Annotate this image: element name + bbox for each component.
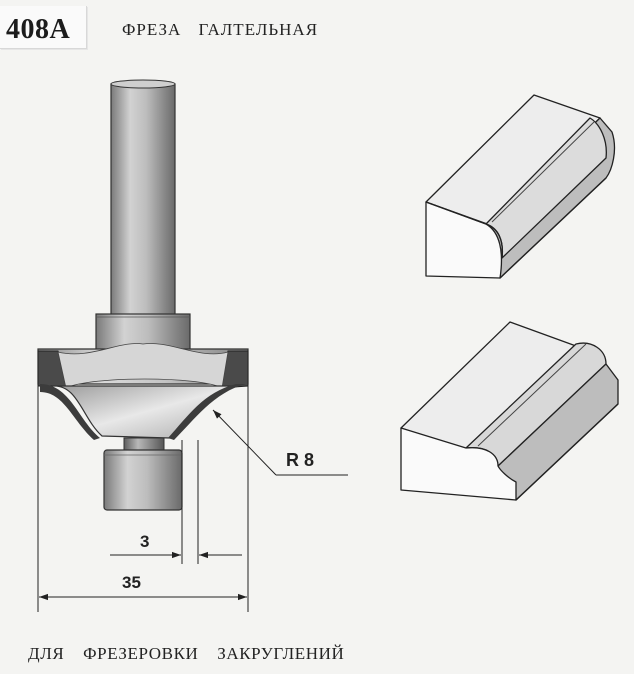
- dimension-3-label: 3: [140, 532, 149, 551]
- dimension-35-label: 35: [122, 573, 141, 592]
- dimension-lines: [37, 386, 348, 612]
- radius-label: R 8: [286, 450, 314, 470]
- profile-block-top: [425, 94, 616, 279]
- page-title: ФРЕЗА ГАЛТЕЛЬНАЯ: [122, 20, 319, 39]
- profile-block-bottom: [400, 321, 619, 501]
- model-code: 408A: [6, 14, 71, 45]
- footer-caption: ДЛЯ ФРЕЗЕРОВКИ ЗАКРУГЛЕНИЙ: [28, 644, 345, 663]
- router-bit: [37, 79, 249, 511]
- shank: [110, 79, 176, 317]
- model-code-box: 408A: [0, 6, 87, 49]
- cutter-body: [37, 343, 249, 440]
- guide-bearing: [103, 449, 183, 511]
